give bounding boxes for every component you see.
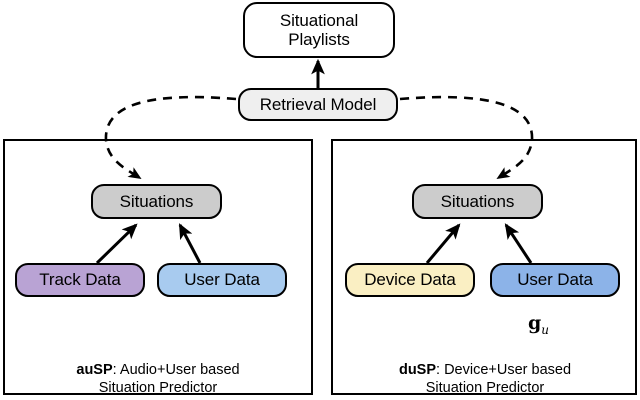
node-situational-playlists[interactable]: Situational Playlists — [243, 2, 395, 58]
caption-dusp-text: : Device+User based Situation Predictor — [425, 362, 572, 397]
edge-user-to-situations-left — [178, 223, 202, 264]
edge-user-to-situations-right — [504, 223, 533, 264]
caption-dusp: duSP: Device+User based Situation Predic… — [340, 343, 630, 397]
node-user-data-ausp[interactable]: User Data — [157, 263, 287, 297]
vector-label-gu-subscript: u — [541, 322, 550, 337]
node-situations-dusp[interactable]: Situations — [412, 184, 543, 219]
caption-dusp-acronym: duSP — [398, 362, 437, 379]
edge-track-to-situations — [95, 223, 138, 265]
vector-label-gu: gu — [528, 312, 549, 337]
caption-ausp: auSP: Audio+User based Situation Predict… — [13, 343, 303, 397]
node-user-data-dusp[interactable]: User Data — [490, 263, 620, 297]
node-track-data[interactable]: Track Data — [15, 263, 145, 297]
node-retrieval-model[interactable]: Retrieval Model — [238, 88, 398, 121]
vector-label-gu-symbol: g — [528, 312, 542, 334]
node-device-data[interactable]: Device Data — [345, 263, 475, 297]
edge-retrieval-to-ausp-situations — [104, 95, 237, 180]
edge-retrieval-to-dusp-situations — [399, 95, 534, 180]
caption-ausp-acronym: auSP — [76, 362, 113, 379]
edge-device-to-situations — [425, 223, 461, 264]
node-situations-ausp[interactable]: Situations — [91, 184, 222, 219]
caption-ausp-text: : Audio+User based Situation Predictor — [98, 362, 240, 397]
